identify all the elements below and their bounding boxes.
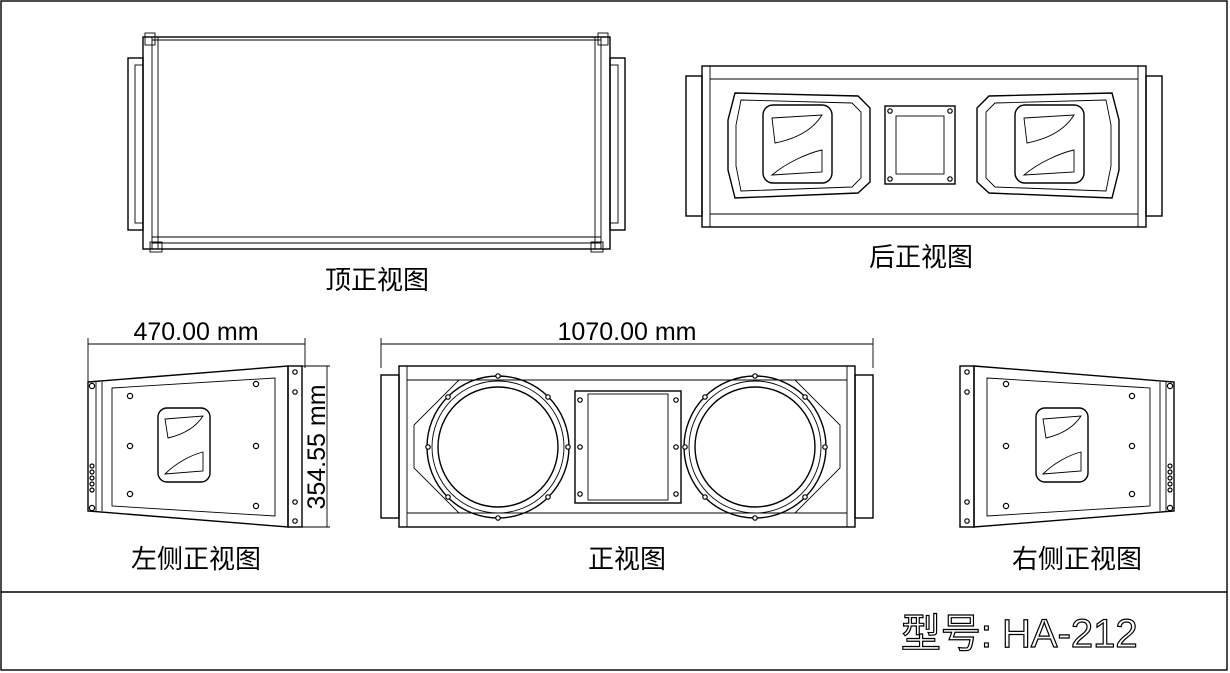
rear-view-label: 后正视图 bbox=[869, 243, 973, 273]
top-view bbox=[127, 32, 626, 253]
depth-dimension-value: 470.00 mm bbox=[133, 318, 258, 346]
model-label: 型号: bbox=[901, 612, 992, 656]
front-view bbox=[380, 365, 874, 528]
front-view-label: 正视图 bbox=[588, 545, 666, 575]
rear-view bbox=[685, 65, 1163, 228]
left-side-view bbox=[87, 365, 303, 528]
width-dimension-value: 1070.00 mm bbox=[558, 318, 697, 346]
model-value: HA-212 bbox=[1002, 612, 1138, 656]
right-side-view bbox=[959, 365, 1175, 528]
top-view-label: 顶正视图 bbox=[325, 266, 429, 296]
depth-dimension bbox=[87, 338, 306, 382]
width-dimension bbox=[380, 338, 874, 368]
left-side-view-label: 左侧正视图 bbox=[131, 545, 261, 575]
right-side-view-label: 右侧正视图 bbox=[1012, 545, 1142, 575]
height-dimension-value: 354.55 mm bbox=[303, 384, 331, 509]
height-dimension bbox=[302, 365, 330, 528]
